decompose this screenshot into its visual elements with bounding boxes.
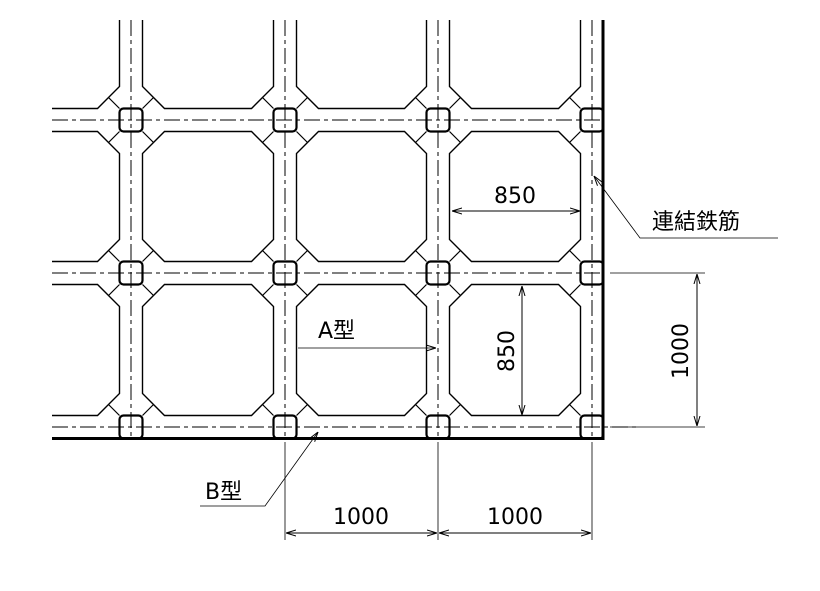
haunch-line [262,131,274,143]
haunch-line [296,131,308,143]
haunch-line [579,438,581,439]
haunch-line [603,438,604,439]
haunch-line [603,414,604,416]
haunch-line [296,250,308,262]
dim-text-1000-right: 1000 [487,505,543,530]
type-a-label: A型 [318,319,355,344]
haunch-line [142,438,144,439]
haunch-line [142,131,154,143]
center-lines [52,20,640,440]
dim-text-1000-v: 1000 [669,323,694,379]
dimension-vertical-1000: 1000 [610,272,705,428]
haunch-line [262,97,274,109]
haunch-line [569,131,581,143]
opening-outline [295,20,428,110]
haunch-line [142,97,154,109]
callout-connecting-rebar: 連結鉄筋 [594,176,778,239]
haunch-line [108,97,120,109]
opening-outline [141,283,275,417]
haunch-line [603,260,604,262]
opening-outline [448,20,582,110]
haunch-line [108,131,120,143]
haunch-line [449,404,461,416]
haunch-line [108,250,120,262]
haunch-line [296,284,308,296]
haunch-line [262,404,274,416]
haunch-line [118,438,120,439]
rebar-label: 連結鉄筋 [652,210,740,235]
haunch-line [425,438,427,439]
haunch-line [603,107,604,109]
dim-text-850-v: 850 [495,330,520,372]
haunch-line [569,97,581,109]
opening-outline [52,20,121,110]
opening-outline [141,20,275,110]
haunch-line [142,250,154,262]
haunch-line [415,250,427,262]
haunch-line [415,404,427,416]
haunch-line [569,250,581,262]
opening-outline [141,130,275,263]
haunch-line [262,250,274,262]
haunch-line [108,284,120,296]
haunch-line [449,284,461,296]
dimension-horizontal-1000: 1000 1000 [284,442,593,540]
haunch-line [449,250,461,262]
haunch-line [296,97,308,109]
haunch-line [449,438,451,439]
haunch-line [603,131,604,133]
callout-type-b: B型 [200,432,318,507]
haunch-line [449,131,461,143]
opening-outline [52,130,121,263]
haunch-line [108,404,120,416]
haunch-line [603,284,604,286]
haunch-line [449,97,461,109]
opening-outline [448,130,582,263]
haunch-line [296,404,308,416]
haunch-line [415,97,427,109]
frame-border [52,20,605,440]
callout-type-a: A型 [298,319,436,348]
haunch-line [142,404,154,416]
opening-outline [52,283,121,417]
haunch-line [415,131,427,143]
opening-outline [295,283,428,417]
dim-text-1000-left: 1000 [333,505,389,530]
opening-outline [295,130,428,263]
haunch-line [272,438,274,439]
haunch-line [296,438,298,439]
haunch-line [569,404,581,416]
haunch-line [569,284,581,296]
haunch-line [262,284,274,296]
type-b-label: B型 [205,480,242,505]
haunch-line [142,284,154,296]
dimension-vertical-850: 850 [495,286,522,415]
opening-outline [448,283,582,417]
haunch-line [415,284,427,296]
dim-text-850-h: 850 [494,184,536,209]
dimension-horizontal-850: 850 [452,184,580,211]
